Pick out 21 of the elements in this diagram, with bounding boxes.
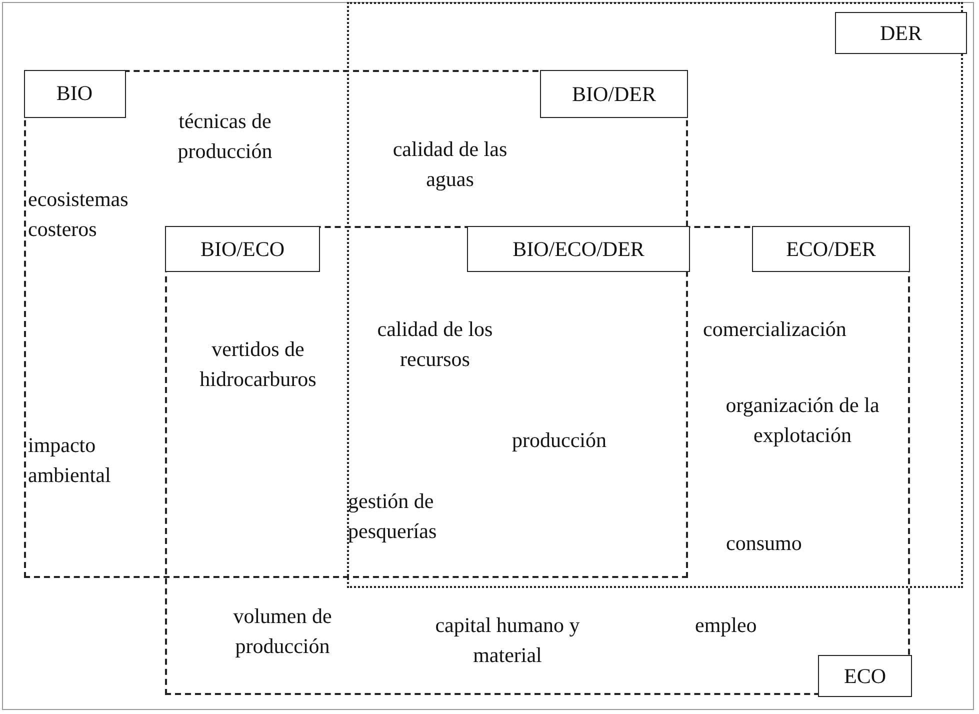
region-title: BIO	[24, 70, 126, 118]
category-text: comercialización	[703, 316, 848, 343]
intersection-label: BIO/ECO	[165, 226, 320, 272]
category-text: gestión de pesquerías	[348, 488, 438, 545]
intersection-label: BIO/DER	[540, 70, 688, 118]
category-text: calidad de los recursos	[376, 316, 494, 373]
category-text: técnicas de producción	[176, 108, 274, 165]
category-text: organización de la explotación	[724, 392, 880, 449]
region-title: DER	[835, 12, 967, 54]
category-text: calidad de las aguas	[392, 136, 508, 193]
category-text: capital humano y material	[434, 612, 581, 669]
category-text: consumo	[726, 530, 803, 557]
category-text: vertidos de hidrocarburos	[198, 336, 318, 393]
region-title: ECO	[818, 655, 912, 697]
intersection-label: BIO/ECO/DER	[467, 226, 690, 272]
intersection-label: ECO/DER	[752, 226, 910, 272]
category-text: producción	[512, 427, 608, 454]
category-text: impacto ambiental	[28, 432, 112, 489]
category-text: empleo	[695, 612, 758, 639]
category-text: volumen de producción	[232, 603, 333, 660]
category-text: ecosistemas costeros	[28, 186, 130, 243]
